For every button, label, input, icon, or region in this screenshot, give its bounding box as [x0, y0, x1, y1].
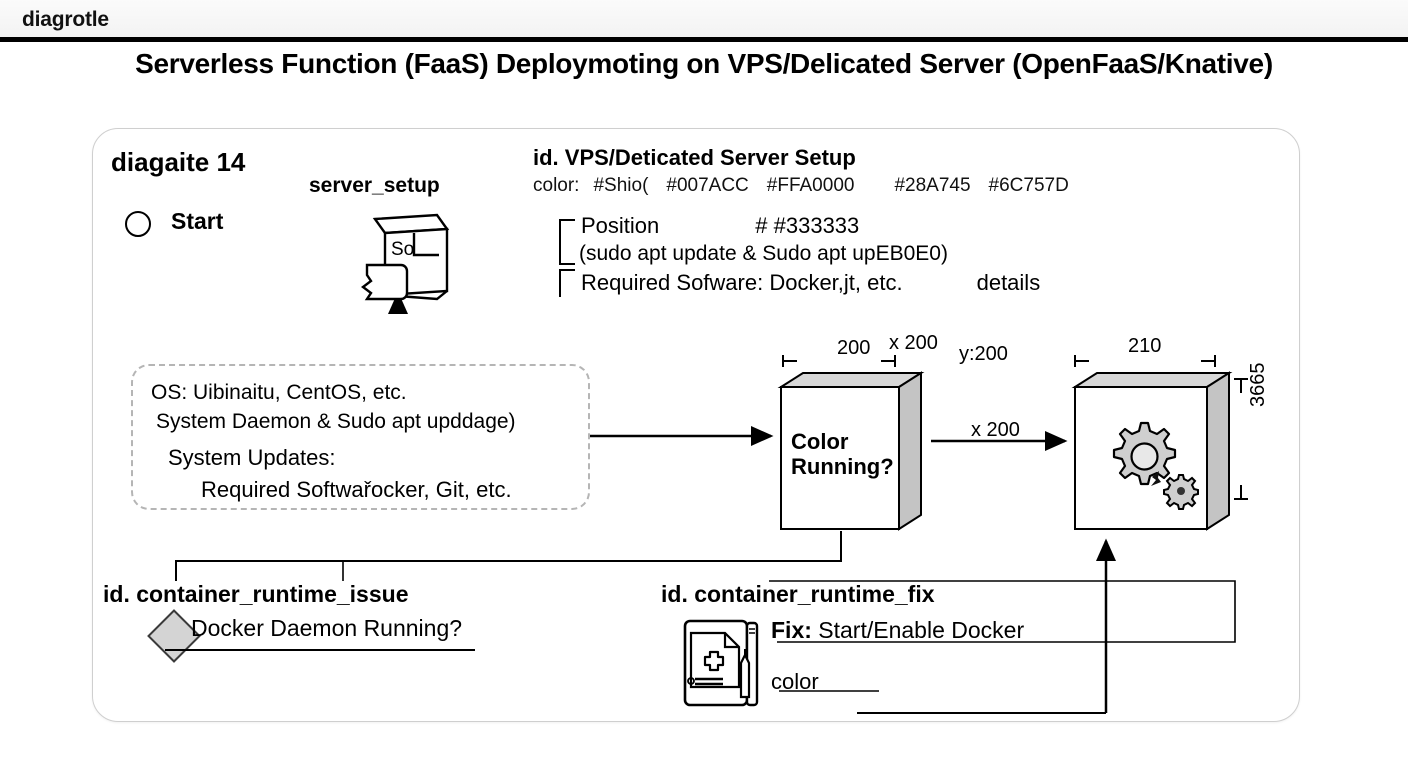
- fix-section-heading: id. container_runtime_fix: [661, 581, 935, 607]
- process-box[interactable]: [1071, 371, 1233, 531]
- os-line-2: System Daemon & Sudo apt upddage): [156, 410, 516, 433]
- server-box-icon: So: [351, 203, 451, 303]
- color-label: color:: [533, 175, 580, 196]
- os-line-4: Required Softwařocker, Git, etc.: [201, 477, 512, 502]
- issue-underline: [165, 649, 475, 651]
- details-link[interactable]: details: [976, 270, 1041, 295]
- decision-box-label: Color Running?: [791, 429, 895, 480]
- position-value: # #333333: [755, 213, 860, 238]
- dimension-ticks: [782, 355, 1248, 500]
- app-header: diagrotle: [0, 0, 1408, 40]
- color-swatch-1: #007ACC: [666, 175, 749, 196]
- page-title: Serverless Function (FaaS) Deploymoting …: [135, 48, 1273, 79]
- diagram-card: diagaite 14 Start server_setup So id. VP…: [92, 128, 1300, 722]
- dim-label-width-left: 200: [837, 337, 871, 359]
- start-node-icon: [125, 211, 151, 237]
- gear-icon: [1112, 421, 1177, 486]
- issue-text: Docker Daemon Running?: [191, 615, 463, 641]
- dim-label-width-right: 210: [1128, 335, 1162, 357]
- dim-label-height-right: 3665: [1247, 362, 1269, 408]
- decision-line-1: Color: [791, 429, 849, 454]
- color-swatch-0: #Shio(: [593, 175, 649, 196]
- app-title: diagrotle: [22, 8, 109, 31]
- edge-label-x200: x 200: [971, 419, 1020, 441]
- bracket-lower: [559, 269, 575, 297]
- document-tools-icon: [681, 617, 767, 709]
- position-label: Position: [581, 213, 660, 238]
- dim-label-y: y:200: [959, 343, 1008, 365]
- decision-box[interactable]: Color Running?: [777, 371, 925, 531]
- color-swatch-2: #FFA0000: [766, 175, 855, 196]
- bracket-upper: [559, 219, 575, 265]
- fix-label-rest: Start/Enable Docker: [811, 617, 1025, 643]
- os-line-3: System Updates:: [168, 445, 336, 470]
- position-line: Position # #333333: [581, 213, 859, 239]
- color-swatch-3: #28A745: [894, 175, 971, 196]
- decision-line-2: Running?: [791, 454, 894, 480]
- dim-label-x: x 200: [889, 332, 938, 354]
- os-line-1: OS: Uibinaitu, CentOS, etc.: [151, 381, 407, 404]
- fix-label-bold: Fix:: [771, 617, 812, 643]
- issue-section-heading: id. container_runtime_issue: [103, 581, 409, 607]
- svg-text:So: So: [391, 239, 414, 260]
- small-gear-icon: [1163, 474, 1199, 510]
- server-setup-label: server_setup: [309, 174, 440, 197]
- color-swatch-4: #6C757D: [988, 175, 1069, 196]
- required-software-line: Required Sofware: Docker,jt, etc. details: [581, 270, 1040, 296]
- start-node-label: Start: [171, 208, 224, 234]
- fix-text: Fix: Start/Enable Docker: [771, 617, 1024, 644]
- setup-section-heading: id. VPS/Deticated Server Setup: [533, 145, 856, 170]
- fix-color-label: color: [771, 669, 819, 694]
- header-divider: [0, 37, 1408, 42]
- required-software-text: Required Sofware: Docker,jt, etc.: [581, 270, 903, 295]
- card-heading: diagaite 14: [111, 147, 246, 177]
- sudo-command-line: (sudo apt update & Sudo apt upEB0E0): [579, 242, 948, 265]
- color-codes-row: color: #Shio( #007ACC #FFA0000 #28A745 #6C757…: [533, 175, 1087, 197]
- os-requirements-box: [131, 364, 590, 510]
